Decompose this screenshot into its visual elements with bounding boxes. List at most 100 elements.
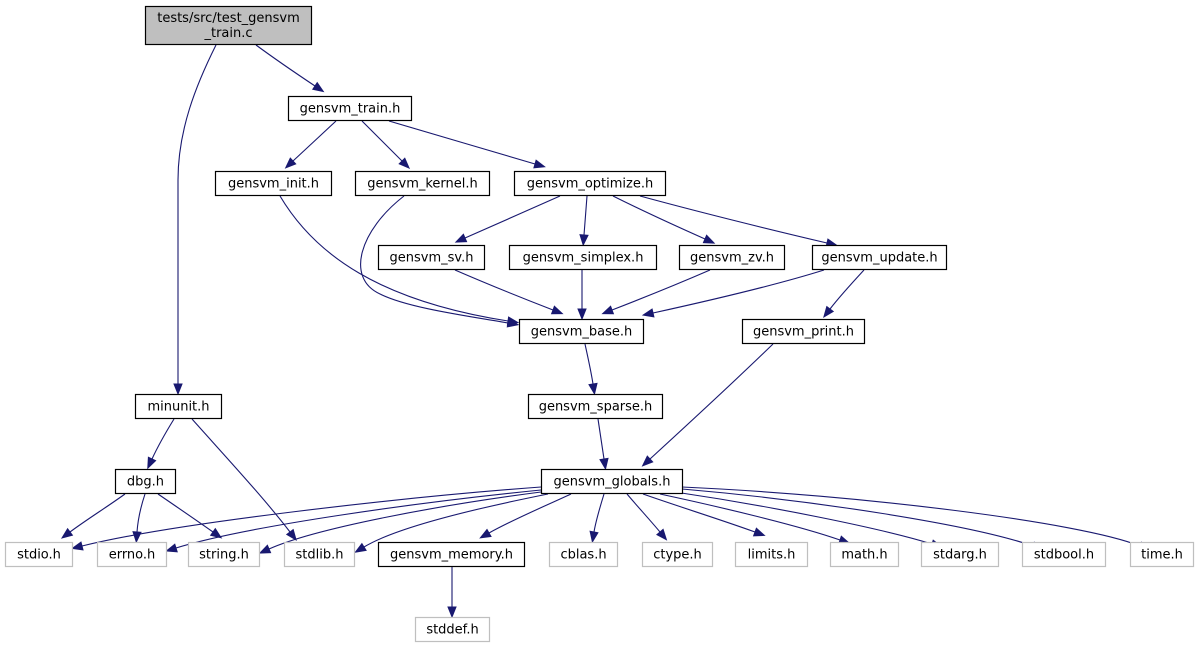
edge-line [81, 486, 542, 547]
edge-globals-to-stdio [71, 486, 542, 551]
edge-line [829, 269, 865, 310]
edge-kernel-to-base [360, 195, 520, 328]
node-zv[interactable]: gensvm_zv.h [678, 244, 786, 271]
edge-globals-to-ctype [626, 493, 668, 541]
node-minunit[interactable]: minunit.h [134, 393, 223, 420]
edge-dbg-to-string [157, 493, 223, 539]
node-stdio: stdio.h [4, 541, 74, 568]
node-root[interactable]: tests/src/test_gensvm_train.c [144, 5, 313, 46]
edge-line [639, 195, 828, 244]
node-label: stdbool.h [1034, 548, 1094, 563]
node-init[interactable]: gensvm_init.h [214, 170, 333, 197]
node-box [114, 468, 177, 495]
node-label: time.h [1141, 548, 1183, 563]
node-box [1021, 541, 1107, 568]
edge-minunit-to-stdlib [191, 418, 297, 541]
node-box [540, 468, 684, 495]
node-box [377, 244, 486, 271]
arrowhead [258, 544, 272, 554]
edge-update-to-base [641, 269, 825, 318]
arrowhead [60, 527, 74, 539]
edge-line [649, 343, 774, 460]
edge-root-to-train [255, 44, 325, 93]
node-label: tests/src/test_gensvm [157, 11, 300, 26]
edge-line [360, 195, 509, 324]
node-dbg[interactable]: dbg.h [114, 468, 177, 495]
node-globals[interactable]: gensvm_globals.h [540, 468, 684, 495]
edge-globals-to-math [659, 493, 851, 545]
node-box [518, 318, 645, 345]
node-errno: errno.h [96, 541, 168, 568]
edge-line [611, 269, 711, 311]
edge-globals-to-stdlib [354, 493, 549, 553]
node-label: gensvm_init.h [228, 177, 319, 192]
edge-line [583, 195, 588, 236]
node-sv[interactable]: gensvm_sv.h [377, 244, 486, 271]
edge-line [136, 493, 146, 533]
edge-dbg-to-stdio [60, 493, 126, 539]
arrowhead [588, 382, 598, 396]
arrowhead [752, 527, 766, 537]
edge-optimize-to-zv [612, 195, 716, 244]
node-box [527, 393, 664, 420]
edge-line [626, 493, 661, 533]
node-box [811, 244, 948, 271]
node-limits: limits.h [734, 541, 809, 568]
arrowhead [285, 528, 297, 541]
node-label: math.h [841, 548, 887, 563]
edge-globals-to-cblas [589, 493, 605, 544]
edge-line [597, 418, 605, 460]
node-label: gensvm_memory.h [390, 548, 513, 563]
arrowhead [589, 530, 599, 544]
arrowhead [147, 456, 157, 470]
edge-sv-to-base [454, 269, 564, 315]
arrowhead [577, 308, 587, 321]
arrowhead [656, 528, 668, 541]
arrowhead [599, 457, 609, 471]
edge-globals-to-stdarg [674, 491, 943, 549]
node-sparse[interactable]: gensvm_sparse.h [527, 393, 664, 420]
node-box [641, 541, 714, 568]
node-string: string.h [187, 541, 261, 568]
edge-base-to-sparse [584, 343, 598, 396]
node-label: stddef.h [426, 623, 478, 638]
node-cblas: cblas.h [548, 541, 619, 568]
arrowhead [354, 542, 367, 553]
node-train[interactable]: gensvm_train.h [287, 95, 413, 122]
edges-layer [60, 44, 1151, 619]
node-box [283, 541, 356, 568]
node-simplex[interactable]: gensvm_simplex.h [508, 244, 658, 271]
node-label: minunit.h [147, 400, 209, 415]
node-box [214, 170, 333, 197]
node-base[interactable]: gensvm_base.h [518, 318, 645, 345]
edge-root-to-minunit [173, 44, 217, 396]
edge-line [363, 493, 549, 548]
node-label: dbg.h [127, 475, 164, 490]
edge-zv-to-base [601, 269, 711, 315]
node-print[interactable]: gensvm_print.h [741, 318, 866, 345]
node-box [548, 541, 619, 568]
node-box [734, 541, 809, 568]
arrowhead [165, 543, 178, 553]
arrowhead [479, 528, 492, 539]
node-time: time.h [1129, 541, 1195, 568]
edge-line [177, 44, 217, 384]
edge-line [191, 418, 291, 533]
node-memory[interactable]: gensvm_memory.h [377, 541, 526, 568]
arrowhead [641, 455, 654, 467]
node-kernel[interactable]: gensvm_kernel.h [354, 170, 491, 197]
arrowhead [533, 159, 546, 169]
node-label: gensvm_zv.h [690, 251, 774, 266]
edge-line [69, 493, 126, 533]
node-box [287, 95, 413, 122]
node-optimize[interactable]: gensvm_optimize.h [513, 170, 667, 197]
node-update[interactable]: gensvm_update.h [811, 244, 948, 271]
edge-line [488, 493, 572, 534]
node-label: stdarg.h [933, 548, 987, 563]
node-ctype: ctype.h [641, 541, 714, 568]
edge-line [279, 195, 509, 322]
node-box [144, 5, 313, 46]
edge-globals-to-memory [479, 493, 572, 539]
arrowhead [447, 606, 457, 619]
